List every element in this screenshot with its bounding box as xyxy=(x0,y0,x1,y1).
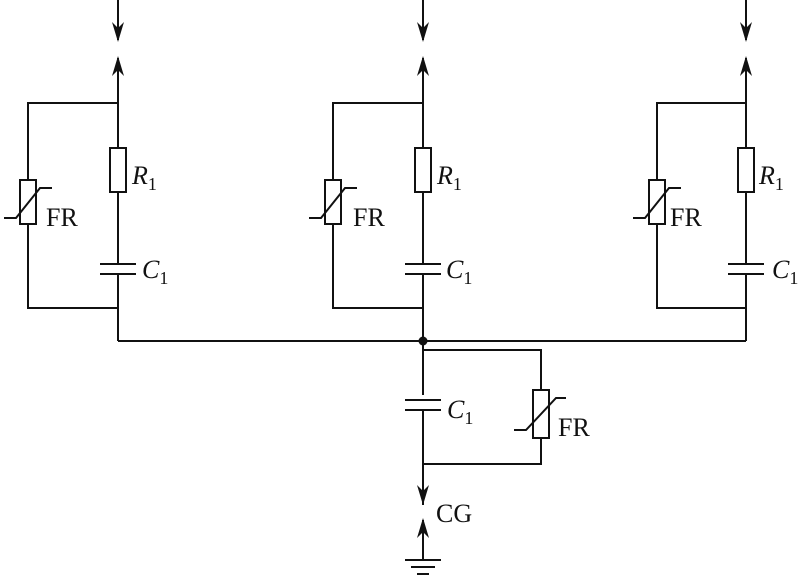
resistor-label-1: R1 xyxy=(131,161,157,194)
resistor-r1-3 xyxy=(737,147,755,193)
neutral-varistor-loop-bottom xyxy=(423,438,542,465)
neutral-varistor-loop-top xyxy=(423,349,542,390)
varistor-label-3: FR xyxy=(670,203,702,232)
ground-gap-label: CG xyxy=(436,499,472,528)
gap-arrow-down-3 xyxy=(740,22,752,42)
junction-node xyxy=(418,336,428,346)
gap-arrow-down-1 xyxy=(112,22,124,42)
neutral-branch xyxy=(405,349,566,575)
resistor-label-3: R1 xyxy=(758,161,784,194)
cg-arrow-down xyxy=(417,485,429,505)
branch-3 xyxy=(633,0,764,341)
capacitor-label-neutral: C1 xyxy=(447,395,473,428)
capacitor-label-2: C1 xyxy=(446,255,472,288)
resistor-label-2: R1 xyxy=(436,161,462,194)
varistor-fr-neutral-slash xyxy=(514,397,566,431)
varistor-label-neutral: FR xyxy=(558,413,590,442)
varistor-label-1: FR xyxy=(46,203,78,232)
varistor-fr-2-slash xyxy=(309,187,357,219)
capacitor-label-3: C1 xyxy=(772,255,798,288)
varistor-label-2: FR xyxy=(353,203,385,232)
varistor-fr-1-slash xyxy=(4,187,52,219)
resistor-r1-2 xyxy=(414,147,432,193)
capacitor-label-1: C1 xyxy=(142,255,168,288)
branch-2 xyxy=(309,0,441,395)
varistor-fr-3-slash xyxy=(633,187,681,219)
branch-1 xyxy=(4,0,136,341)
gap-arrow-down-2 xyxy=(417,22,429,42)
resistor-r1-1 xyxy=(109,147,127,193)
